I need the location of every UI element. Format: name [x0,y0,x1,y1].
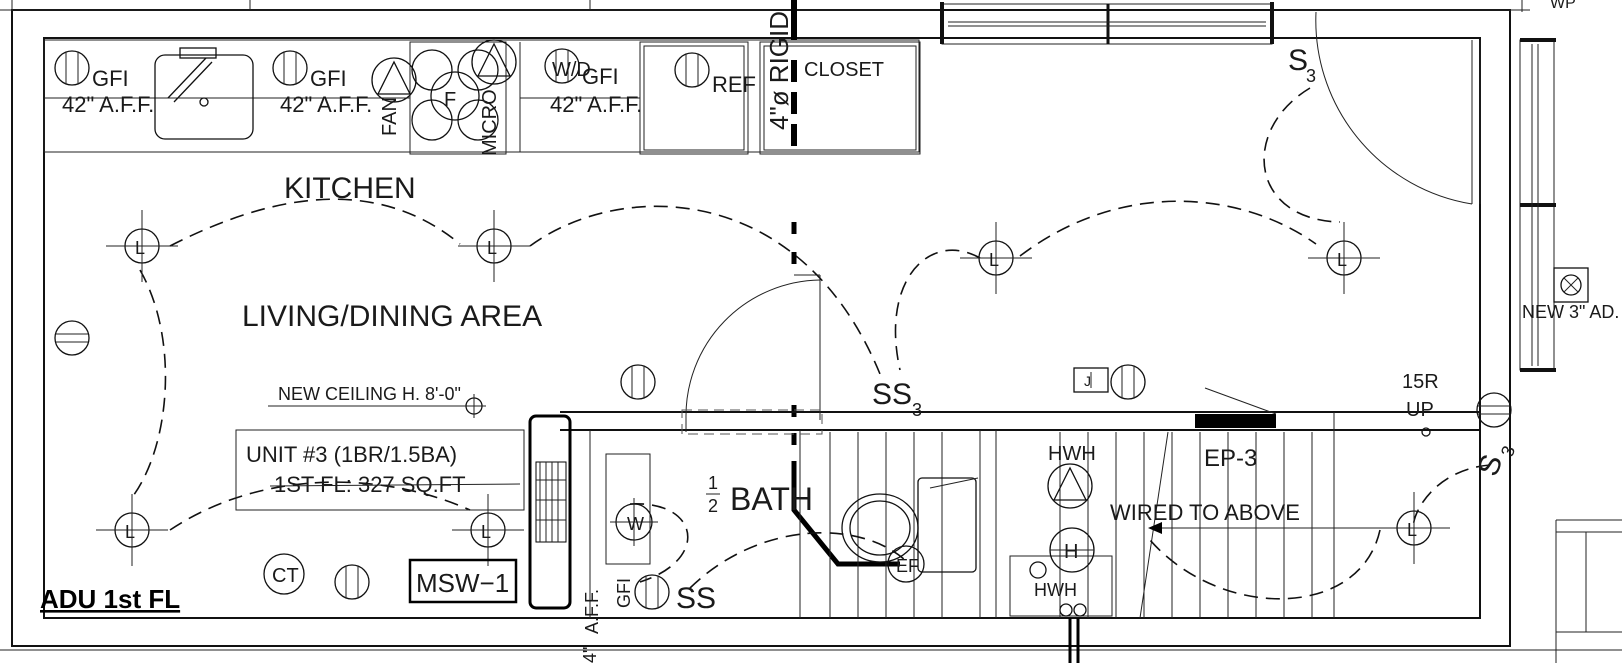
svg-text:F: F [444,89,456,111]
gfi-label: GFI [614,578,634,608]
wp-label: WP [1550,0,1576,12]
unit-info-line1: UNIT #3 (1BR/1.5BA) [246,442,457,467]
wired-leader [1148,522,1404,534]
rigid-conduit [791,0,900,567]
light-fixture: L [452,494,524,566]
aff-vertical-label: A.F.F. [582,589,602,634]
light-fixture: L [458,210,530,282]
refrigerator-label: REF [712,72,756,97]
room-label-living: LIVING/DINING AREA [242,300,542,333]
light-fixture: L [96,494,168,566]
microwave-label: MICRO [479,89,501,156]
receptacle-icon [1476,392,1512,428]
room-label-bath: BATH [730,481,813,517]
unit-note-box [235,429,525,511]
washer-icon [610,498,658,546]
receptacle-icon [54,50,90,86]
water-heater-label: HWH [1034,580,1077,600]
fan-icon [371,57,417,103]
receptacle-icon [620,364,656,400]
stove: F [411,49,499,141]
receptacle-icon [544,48,580,84]
mini-split-unit [528,414,572,610]
outlet-height-label: 42" A.F.F. [280,92,372,117]
plan-title: ADU 1st FL [40,584,180,614]
doors [681,11,1481,435]
switch-label: S [1288,44,1308,77]
electrical-panel [1195,387,1277,428]
receptacle-icon [674,52,710,88]
right-windows [1519,38,1556,372]
light-label: L [481,522,491,542]
receptacle-icon [54,320,90,356]
exhaust-fan-label: EF [896,556,919,576]
bottom-dimension: 4" [580,647,600,663]
receptacle-icon [334,564,370,600]
msw-tag: MSW−1 [416,568,509,598]
top-windows [940,2,1274,45]
light-label: L [1337,250,1347,270]
exhaust-fan-icon [887,545,925,583]
receptacle-icon [272,50,308,86]
msw-tag-box [408,558,518,604]
switch-3way-label: 3 [912,400,922,420]
stair-marker-icon [1421,427,1431,437]
fan-label: FAN [379,97,401,136]
stair-direction: UP [1406,399,1434,421]
gfi-label: GFI [92,66,129,91]
ceiling-height-note: NEW CEILING H. 8'-0" [278,384,461,404]
panel-label: EP-3 [1204,445,1257,472]
outlet-height-label: 42" A.F.F. [62,92,154,117]
gfi-label: GFI [310,66,347,91]
ct-label: CT [272,565,299,587]
stair-risers: 15R [1402,371,1439,393]
switch-3way-label: 3 [1497,443,1519,459]
laundry-box [1009,555,1113,617]
toilet [841,477,979,573]
interior-walls [560,274,1480,618]
room-label-closet: CLOSET [804,59,884,81]
gfi-label: GFI [582,64,619,89]
service-entry-icon [1059,603,1087,663]
ct-icon [263,553,305,595]
rigid-conduit-label: 4"ø RIGID [764,11,794,130]
vent-note: NEW 3" AD. [1522,302,1619,322]
heater-label: H [1064,541,1078,563]
washer-label: W [627,514,644,534]
water-heater-icon [1047,463,1093,509]
light-label: L [989,250,999,270]
light-fixture: L [1308,222,1380,294]
light-fixture: L [106,210,178,282]
bath-fraction-den: 2 [708,496,718,516]
kitchen-counter [43,39,921,155]
light-label: L [1407,520,1417,540]
receptacle-icon [1110,364,1146,400]
light-label: L [125,522,135,542]
heater-icon [1049,527,1095,573]
fan-icon [471,39,517,85]
light-fixture: L [960,222,1032,294]
wiring [129,87,1491,600]
junction-box-icon [1073,367,1109,393]
kitchen-sink [154,47,254,140]
light-label: L [135,238,145,258]
double-switch-label: SS [872,378,912,411]
exhaust-vent-icon [1553,267,1589,303]
double-switch-label: SS [676,582,716,615]
water-heater-label: HWH [1048,443,1096,465]
wired-to-above-note: WIRED TO ABOVE [1110,500,1300,525]
bath-fraction-num: 1 [708,473,718,493]
outlet-height-label: 42" A.F.F. [550,92,642,117]
light-label: L [487,238,497,258]
room-label-kitchen: KITCHEN [284,172,416,205]
light-fixture: L [1378,492,1450,564]
stairs [829,412,1335,619]
exterior-walls [0,0,1530,647]
switch-3way-label: 3 [1306,66,1316,86]
junction-label: J [1084,373,1091,389]
washer-dryer-label: W/D [552,59,591,81]
receptacle-icon [634,574,670,610]
